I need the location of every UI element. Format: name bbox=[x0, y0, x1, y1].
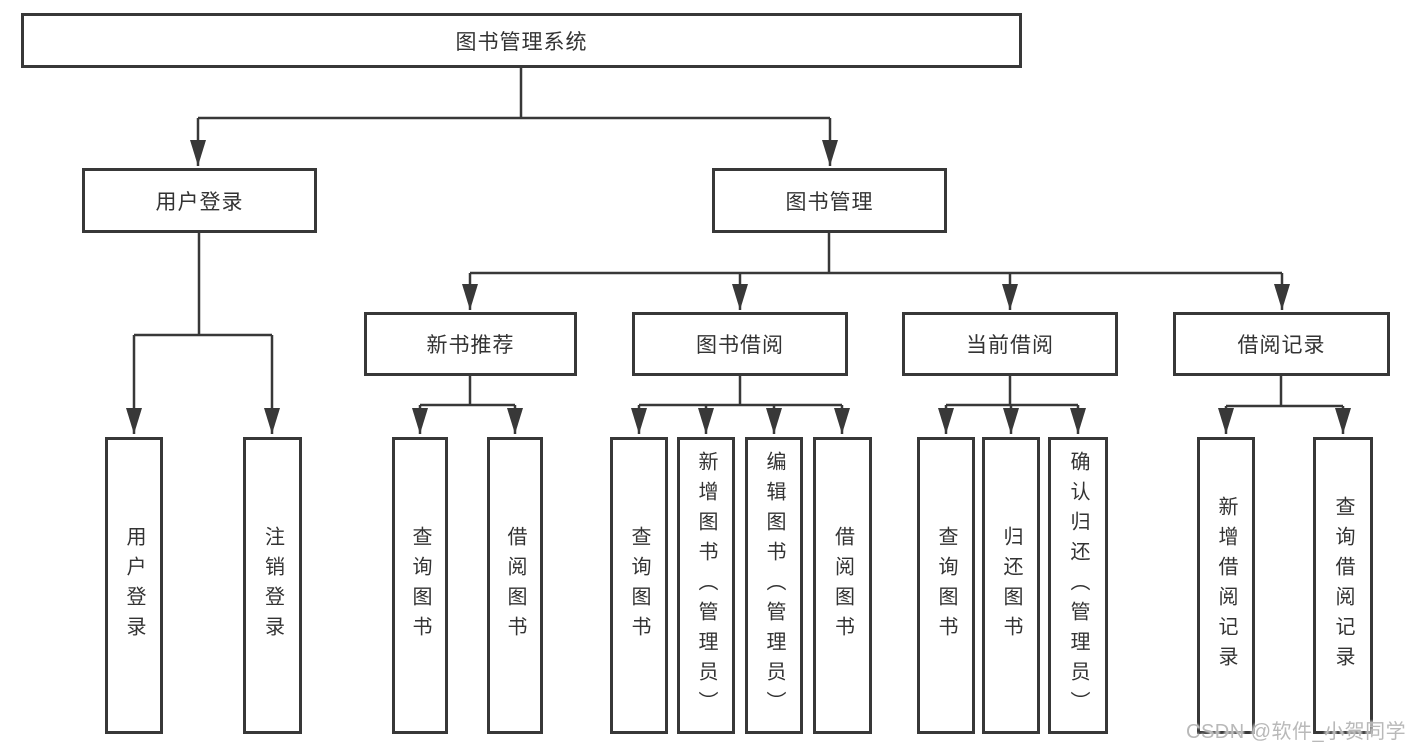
leaf-logout: 注销登录 bbox=[243, 437, 302, 734]
leaf-query-borrow-record: 查询借阅记录 bbox=[1313, 437, 1373, 734]
tree-branch-lines bbox=[134, 68, 1343, 408]
leaf-borrowing-borrow-books: 借阅图书 bbox=[813, 437, 872, 734]
node-new-book-recommend: 新书推荐 bbox=[364, 312, 577, 376]
leaf-add-borrow-record: 新增借阅记录 bbox=[1197, 437, 1255, 734]
leaf-confirm-return-admin: 确认归还（管理员） bbox=[1048, 437, 1108, 734]
node-library-management-system: 图书管理系统 bbox=[21, 13, 1022, 68]
leaf-newbook-borrow-books: 借阅图书 bbox=[487, 437, 543, 734]
node-borrow-records: 借阅记录 bbox=[1173, 312, 1390, 376]
node-book-management: 图书管理 bbox=[712, 168, 947, 233]
leaf-borrowing-query-books: 查询图书 bbox=[610, 437, 668, 734]
leaf-newbook-query-books: 查询图书 bbox=[392, 437, 448, 734]
leaf-current-query-books: 查询图书 bbox=[917, 437, 975, 734]
node-user-login-group: 用户登录 bbox=[82, 168, 317, 233]
leaf-add-book-admin: 新增图书（管理员） bbox=[677, 437, 735, 734]
leaf-return-books: 归还图书 bbox=[982, 437, 1040, 734]
leaf-user-login: 用户登录 bbox=[105, 437, 163, 734]
node-book-borrowing: 图书借阅 bbox=[632, 312, 848, 376]
node-current-borrowing: 当前借阅 bbox=[902, 312, 1118, 376]
leaf-edit-book-admin: 编辑图书（管理员） bbox=[745, 437, 803, 734]
watermark: CSDN @软件_小贺同学 bbox=[1186, 721, 1405, 743]
